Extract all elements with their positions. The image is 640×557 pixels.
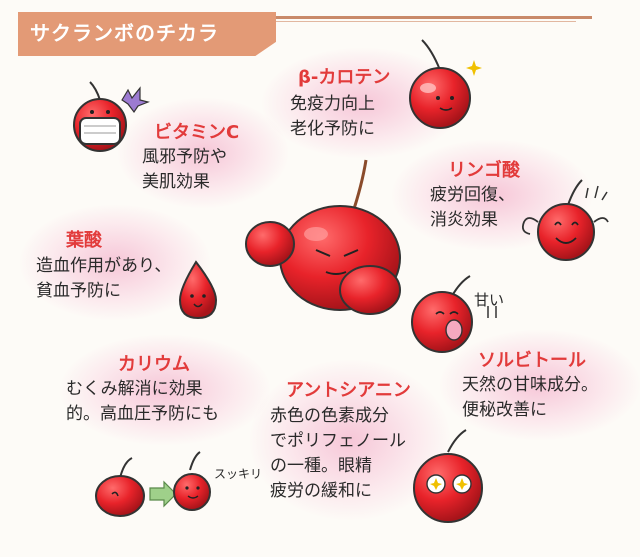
strong-cherry-icon <box>245 159 401 315</box>
title-underline <box>276 16 592 19</box>
body-beta-carotene: 免疫力向上 老化予防に <box>290 94 375 139</box>
heading-beta-carotene: β-カロテン <box>298 67 391 88</box>
body-vitamin-c: 風邪予防や 美肌効果 <box>142 147 227 192</box>
glow-vitamin-c <box>118 98 288 208</box>
heading-folic-acid: 葉酸 <box>66 230 102 251</box>
glow-potassium <box>60 335 270 445</box>
title-band <box>18 12 276 56</box>
tongue-cherry-icon <box>411 275 497 353</box>
right-arrow-icon <box>149 480 177 508</box>
page-title: サクランボのチカラ <box>30 21 219 45</box>
heading-malic-acid: リンゴ酸 <box>448 160 520 181</box>
body-folic-acid: 造血作用があり、 貧血予防に <box>36 256 172 301</box>
refreshed-cherry-icon <box>173 451 211 511</box>
heading-anthocyanin: アントシアニン <box>286 380 411 401</box>
sweet-word: 甘い <box>474 291 505 309</box>
glow-sorbitol <box>440 330 640 440</box>
heading-sorbitol: ソルビトール <box>478 350 586 371</box>
swollen-cherry-icon <box>95 457 145 517</box>
sparkly-eyes-cherry-icon <box>413 429 483 523</box>
heading-potassium: カリウム <box>118 354 190 375</box>
refreshed-word: スッキリ <box>214 467 263 481</box>
title-underline-thin <box>276 21 576 22</box>
heading-vitamin-c: ビタミンC <box>154 122 240 143</box>
glow-folic-acid <box>20 205 210 320</box>
masked-cherry-icon <box>73 81 150 152</box>
body-sorbitol: 天然の甘味成分。 便秘改善に <box>462 375 598 420</box>
happy-cherry-icon <box>521 179 609 261</box>
smiling-cherry-icon <box>409 39 482 129</box>
body-malic-acid: 疲労回復、 消炎効果 <box>430 185 515 230</box>
blood-drop-icon <box>178 260 218 320</box>
body-anthocyanin: 赤色の色素成分 でポリフェノール の一種。眼精 疲労の緩和に <box>270 406 406 501</box>
body-potassium: むくみ解消に効果 的。高血圧予防にも <box>66 379 219 424</box>
